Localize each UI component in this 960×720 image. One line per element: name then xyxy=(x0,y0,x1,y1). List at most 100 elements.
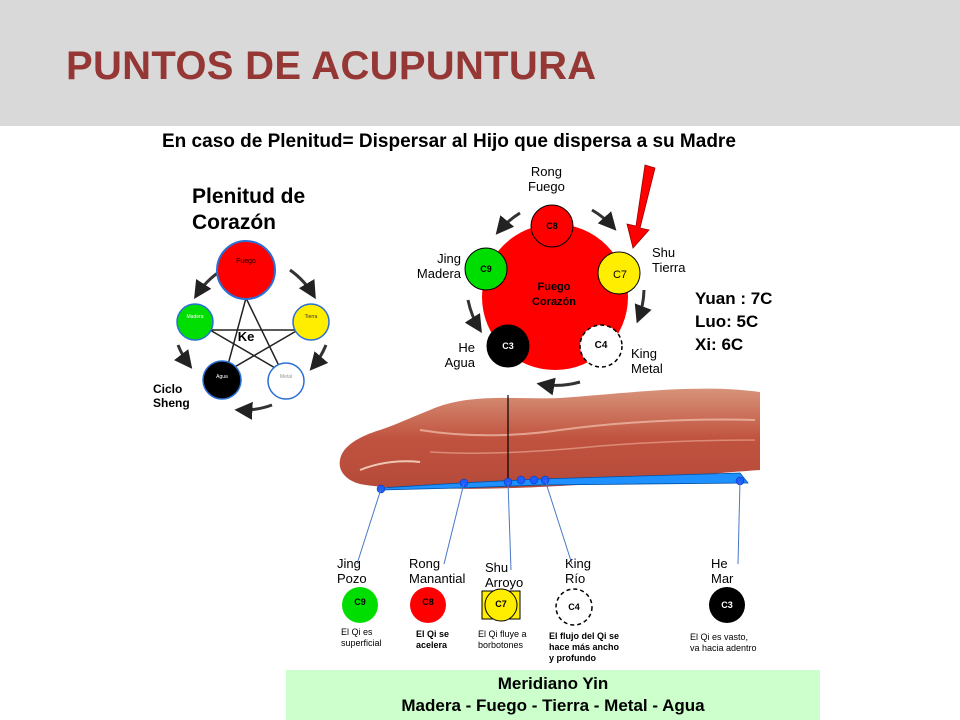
desc-jing: El Qi es superficial xyxy=(341,627,382,649)
ke-star xyxy=(207,295,301,374)
point-king-label: King Río xyxy=(565,556,591,586)
ciclo-line2: Sheng xyxy=(153,396,190,410)
c8-circle xyxy=(530,204,574,248)
meridian-title: Meridiano Yin xyxy=(497,674,609,693)
cycle-arrow xyxy=(309,344,329,371)
yuan-luo-xi-block: Yuan : 7C Luo: 5C Xi: 6C xyxy=(695,287,772,356)
point-king-line1: King xyxy=(565,556,592,571)
king-line1: King xyxy=(631,346,658,361)
king-metal-label: King Metal xyxy=(631,346,663,376)
desc-king-line3: y profundo xyxy=(549,653,596,663)
big-cycle-arrow xyxy=(536,377,581,396)
desc-he-line1: El Qi es vasto, xyxy=(690,632,749,642)
desc-shu-line1: El Qi fluye a xyxy=(478,629,527,639)
point-jing-line1: Jing xyxy=(337,556,361,571)
cycle-arrow xyxy=(289,268,316,300)
desc-king-line1: El flujo del Qi se xyxy=(549,631,620,641)
yuan-line: Yuan : 7C xyxy=(695,289,773,308)
he-line1: He xyxy=(458,340,475,355)
king-line2: Metal xyxy=(631,361,663,376)
c4-label: C4 xyxy=(595,340,608,351)
fuego-circle xyxy=(216,240,276,300)
diagram-subtitle: En caso de Plenitud= Dispersar al Hijo q… xyxy=(162,131,736,152)
ciclo-line1: Ciclo xyxy=(153,382,183,396)
bottom-c8-circle xyxy=(410,587,446,623)
desc-king-line2: hace más ancho xyxy=(549,642,620,652)
big-cycle-arrow xyxy=(495,211,521,235)
desc-he: El Qi es vasto, va hacia adentro xyxy=(690,632,757,654)
plenitud-line1: Plenitud de xyxy=(192,185,306,208)
point-king-line2: Río xyxy=(565,571,586,586)
desc-jing-line2: superficial xyxy=(341,638,382,648)
forearm-illustration xyxy=(339,388,760,571)
bottom-c7-circle xyxy=(484,588,518,622)
madera-circle xyxy=(176,303,214,341)
agua-circle xyxy=(202,360,242,400)
bottom-c3-circle xyxy=(709,587,745,623)
cycle-arrow xyxy=(234,401,273,420)
point-he-line1: He xyxy=(711,556,728,571)
dispersion-arrow-icon xyxy=(626,164,656,249)
metal-label: Metal xyxy=(280,374,292,380)
point-jing-line2: Pozo xyxy=(337,571,367,586)
rong-fuego-label: Rong Fuego xyxy=(528,164,565,194)
rong-line1: Rong xyxy=(530,164,562,179)
c9-circle xyxy=(464,247,508,291)
bottom-c8-label: C8 xyxy=(422,597,434,607)
bottom-c9-circle xyxy=(342,587,378,623)
bottom-c4-label: C4 xyxy=(568,602,580,612)
c7-label: C7 xyxy=(613,269,627,281)
he-agua-label: He Agua xyxy=(436,340,475,370)
madera-label: Madera xyxy=(187,314,204,320)
plenitud-title: Plenitud de Corazón xyxy=(192,184,305,236)
point-rong-label: Rong Manantial xyxy=(409,556,465,586)
bottom-c9-label: C9 xyxy=(354,597,366,607)
page-title: PUNTOS DE ACUPUNTURA xyxy=(66,44,597,88)
bottom-c4-circle xyxy=(555,588,593,626)
meridian-line xyxy=(379,472,749,491)
meridian-sequence: Madera - Fuego - Tierra - Metal - Agua xyxy=(401,696,705,715)
desc-shu-line2: borbotones xyxy=(478,640,524,650)
c3-label: C3 xyxy=(502,341,514,351)
center-label-1: Fuego xyxy=(538,281,571,293)
xi-line: Xi: 6C xyxy=(695,335,744,354)
shu-line1: Shu xyxy=(652,245,676,260)
desc-rong-line1: El Qi se xyxy=(416,629,450,639)
point-shu-line1: Shu xyxy=(485,560,509,575)
big-cycle-arrow xyxy=(464,299,482,334)
ciclo-sheng-label: Ciclo Sheng xyxy=(153,382,190,410)
tierra-circle xyxy=(292,303,330,341)
desc-jing-line1: El Qi es xyxy=(341,627,373,637)
big-cycle-arrow xyxy=(634,289,652,324)
center-label-2: Corazón xyxy=(532,296,576,308)
shu-tierra-label: Shu Tierra xyxy=(652,245,685,275)
tierra-label: Tierra xyxy=(305,314,318,320)
ke-label: Ke xyxy=(238,329,255,344)
cycle-arrow xyxy=(174,344,193,369)
header-bar xyxy=(0,0,960,126)
point-rong-line2: Manantial xyxy=(409,571,466,586)
metal-circle xyxy=(267,362,305,400)
desc-rong: El Qi se acelera xyxy=(416,629,449,651)
point-shu-label: Shu Arroyo xyxy=(485,560,523,590)
bottom-c7-label: C7 xyxy=(495,599,507,609)
small-cycle: Fuego Madera Tierra Agua Metal Ke xyxy=(174,240,330,420)
desc-shu: El Qi fluye a borbotones xyxy=(478,629,527,651)
c4-circle xyxy=(579,324,623,368)
rong-line2: Fuego xyxy=(528,179,565,194)
desc-king: El flujo del Qi se hace más ancho y prof… xyxy=(549,631,619,664)
big-cycle-arrow xyxy=(591,208,617,231)
plenitud-line2: Corazón xyxy=(192,211,276,234)
jing-line2: Madera xyxy=(416,266,461,281)
c9-label: C9 xyxy=(480,264,492,274)
shu-line2: Tierra xyxy=(652,260,686,275)
desc-rong-line2: acelera xyxy=(416,640,448,650)
bottom-c3-label: C3 xyxy=(721,600,733,610)
c7-circle xyxy=(597,251,641,295)
c3-circle xyxy=(486,324,530,368)
c8-label: C8 xyxy=(546,221,558,231)
meridian-box: Meridiano Yin Madera - Fuego - Tierra - … xyxy=(286,670,820,720)
he-line2: Agua xyxy=(444,355,475,370)
point-shu-line2: Arroyo xyxy=(485,575,524,590)
